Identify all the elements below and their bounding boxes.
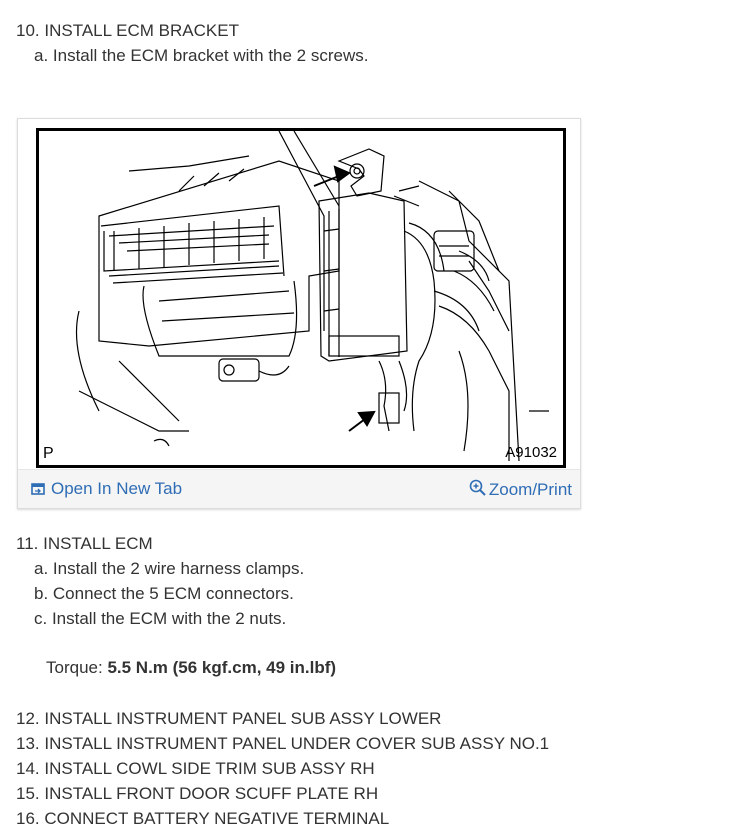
- torque-label: Torque:: [46, 658, 108, 677]
- step-11-heading: 11. INSTALL ECM: [16, 534, 153, 553]
- step-11-c: c. Install the ECM with the 2 nuts.: [34, 609, 287, 628]
- figure-id: A91032: [505, 444, 557, 461]
- open-in-new-tab-label: Open In New Tab: [51, 479, 183, 498]
- figure-toolbar: Open In New Tab Zoom/Print: [18, 469, 580, 508]
- step-10-a: a. Install the ECM bracket with the 2 sc…: [34, 46, 369, 65]
- zoom-print-link[interactable]: Zoom/Print: [469, 479, 572, 502]
- figure-corner-letter: P: [43, 445, 54, 462]
- step-16-heading: 16. CONNECT BATTERY NEGATIVE TERMINAL: [16, 809, 390, 828]
- step-15-heading: 15. INSTALL FRONT DOOR SCUFF PLATE RH: [16, 784, 379, 803]
- step-12-heading: 12. INSTALL INSTRUMENT PANEL SUB ASSY LO…: [16, 709, 442, 728]
- torque-spec: Torque: 5.5 N.m (56 kgf.cm, 49 in.lbf): [46, 657, 336, 679]
- torque-value: 5.5 N.m (56 kgf.cm, 49 in.lbf): [107, 658, 337, 677]
- step-13-heading: 13. INSTALL INSTRUMENT PANEL UNDER COVER…: [16, 734, 550, 753]
- figure-card: P A91032 Open In New Tab Zoom/Print: [17, 118, 581, 509]
- new-tab-icon: [31, 481, 45, 501]
- step-14-heading: 14. INSTALL COWL SIDE TRIM SUB ASSY RH: [16, 759, 375, 778]
- step-11-a: a. Install the 2 wire harness clamps.: [34, 559, 305, 578]
- step-11-b: b. Connect the 5 ECM connectors.: [34, 584, 294, 603]
- open-in-new-tab-link[interactable]: Open In New Tab: [31, 479, 182, 501]
- zoom-in-icon: [469, 479, 487, 502]
- ecm-diagram[interactable]: P A91032: [36, 128, 566, 468]
- zoom-print-label: Zoom/Print: [488, 480, 572, 499]
- ecm-illustration: [75, 131, 549, 462]
- step-10-heading: 10. INSTALL ECM BRACKET: [16, 21, 239, 40]
